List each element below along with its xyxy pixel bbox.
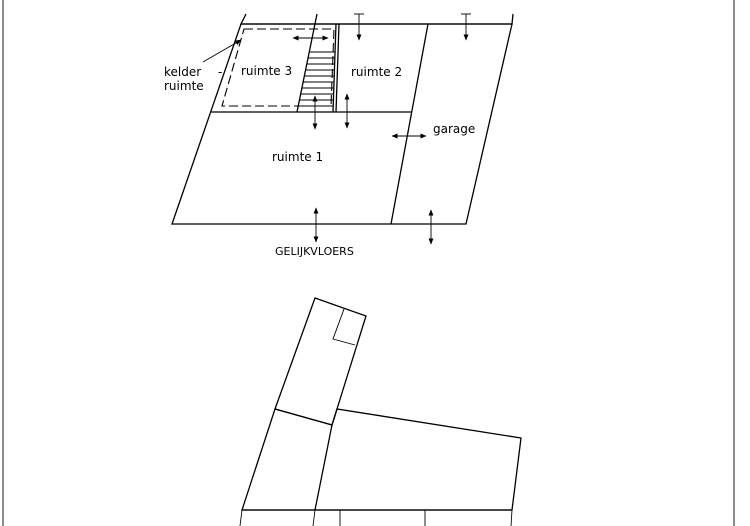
bottom-tick xyxy=(312,509,316,526)
plan-outer-wall xyxy=(239,13,514,25)
staircase xyxy=(296,13,337,113)
hatched-tower xyxy=(274,297,367,426)
bottom-tick xyxy=(239,509,243,526)
label-kelder-dash: - xyxy=(218,65,222,79)
hatched-main-body xyxy=(241,408,522,511)
tower-notch xyxy=(332,308,356,346)
cellar-dashed-outline xyxy=(221,28,335,107)
wall-garage-divider xyxy=(390,23,429,225)
hatched-inner-wall xyxy=(314,424,333,511)
label-kelder-ruimte: ruimte xyxy=(164,79,204,93)
label-ruimte-2: ruimte 2 xyxy=(351,65,402,79)
arrow-down-icon xyxy=(354,13,364,41)
label-ruimte-3: ruimte 3 xyxy=(241,64,292,78)
plan-outline xyxy=(171,23,513,225)
label-garage: garage xyxy=(433,122,475,136)
wall-ruimte3-ruimte2 xyxy=(335,23,340,113)
hatched-footprint-plan xyxy=(239,297,522,526)
kelder-leader-arrow xyxy=(202,39,242,63)
ground-floor-plan: kelder ruimte - ruimte 3 ruimte 2 ruimte… xyxy=(164,13,514,258)
arrow-down-icon xyxy=(461,13,471,41)
bottom-tick xyxy=(510,509,513,526)
label-kelder: kelder xyxy=(164,65,201,79)
label-ruimte-1: ruimte 1 xyxy=(272,150,323,164)
label-floor-name: GELIJKVLOERS xyxy=(275,245,354,258)
